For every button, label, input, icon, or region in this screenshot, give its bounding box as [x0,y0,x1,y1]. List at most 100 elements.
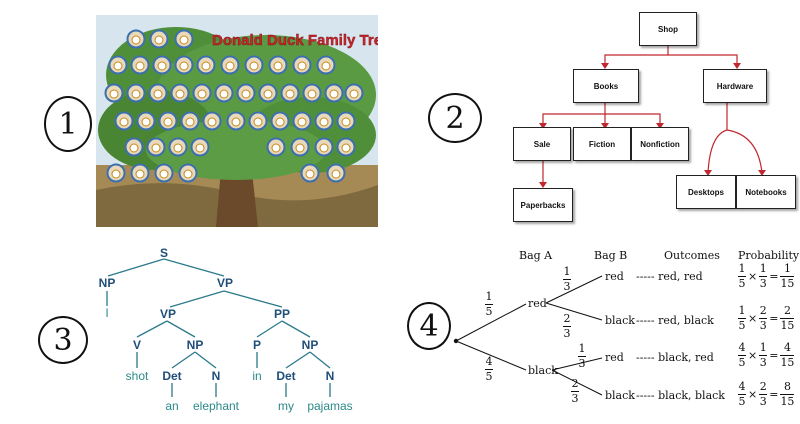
syntax-n-2: N [325,369,335,383]
panel-1-number: 1 [44,96,92,152]
edge-root-red [455,303,527,342]
arrow-books [601,63,609,69]
syntax-det-2: Det [276,369,296,383]
portrait-face [135,61,145,71]
syntax-word-i: I [105,306,109,320]
node-hardware-label: Hardware [716,81,754,91]
portrait-face [179,35,189,45]
syntax-tree-edges [106,258,331,397]
syntax-word-an: an [165,399,179,413]
panel-3-number-text: 3 [53,322,73,358]
node-paperbacks: Paperbacks [513,188,573,222]
branch-prob-red-den: 5 [485,305,493,318]
bag-a-black: black [528,364,558,377]
edge-hardware-notebooks [726,129,763,174]
header-outcomes: Outcomes [664,249,720,262]
portrait-face [179,61,189,71]
bag-b-black-1: black [605,314,635,327]
prob-2-b-den: 3 [759,319,767,332]
panel-2-number-text: 2 [445,100,465,136]
edge-root-black [455,340,527,371]
portrait-face [319,143,329,153]
portrait-face [263,89,273,99]
portrait-face [157,61,167,71]
arrow-hardware [733,63,741,69]
portrait-face [163,117,173,127]
edge-books-sale [542,101,606,127]
portrait-face [131,89,141,99]
edge-np2-n [309,351,331,369]
portrait-face [173,143,183,153]
portrait-face [349,89,359,99]
portrait-face [307,89,317,99]
edge-np-n [194,351,217,369]
prob-3-r-num: 4 [783,341,791,354]
node-sale: Sale [513,127,571,161]
portrait-face [297,117,307,127]
portrait-face [297,61,307,71]
outcome-black-black: ----- black, black [636,389,725,402]
node-fiction: Fiction [573,127,631,161]
node-books-label: Books [593,81,619,91]
portrait-face [207,117,217,127]
outcome-black-red: ----- black, red [636,351,714,364]
portrait-face [109,89,119,99]
branch-prob-black-red-den: 3 [578,357,586,370]
portrait-face [141,117,151,127]
portrait-face [219,89,229,99]
poster-foliage [98,27,376,180]
edge-np-det [171,351,196,369]
edge-s-vp [163,258,225,277]
syntax-word-in: in [252,369,262,383]
portrait-face [154,35,164,45]
syntax-np-object: NP [186,338,204,352]
portrait-face [225,61,235,71]
edge-vp-vp [169,290,225,308]
portrait-face [111,169,121,179]
edge-shop-hardware [668,54,738,67]
portrait-face [131,35,141,45]
edge-pp-p [256,320,283,338]
portrait-face [331,169,341,179]
portrait-face [241,89,251,99]
portrait-face [253,117,263,127]
portrait-face [119,117,129,127]
portrait-face [341,117,351,127]
edge-hardware-desktops [707,101,728,174]
edge-red-black [545,302,603,321]
portrait-face [341,143,351,153]
edge-shop-books [604,44,669,67]
node-shop-label: Shop [658,24,678,34]
prob-1-b-num: 1 [759,262,767,275]
panel-1-number-text: 1 [58,106,78,142]
edge-black-black [551,369,603,396]
panel-4-number-text: 4 [419,308,439,344]
prob-4-times: × [748,388,758,401]
syntax-word-my: my [278,399,294,413]
node-books: Books [573,69,639,103]
portrait-face [249,61,259,71]
branch-prob-black-black-num: 2 [571,377,579,390]
edge-vp-v [136,320,168,338]
edge-np2-det [285,351,311,369]
arrow-sale [539,123,547,129]
prob-4-r-den: 15 [780,395,795,408]
portrait-face [185,117,195,127]
syntax-pp: PP [273,307,291,321]
prob-2-equals: = [769,312,779,325]
portrait-face [295,143,305,153]
portrait-face [271,143,281,153]
arrow-fiction [601,123,609,129]
portrait-face [151,143,161,153]
probability-tree-edges [453,275,603,396]
node-desktops-label: Desktops [687,187,724,197]
edge-books-nonfiction [605,113,661,127]
syntax-v: V [132,338,142,352]
edge-pp-np [281,320,311,338]
edge-red-red [545,275,603,304]
prob-4-a-num: 4 [738,380,746,393]
prob-3-b-den: 3 [759,356,767,369]
